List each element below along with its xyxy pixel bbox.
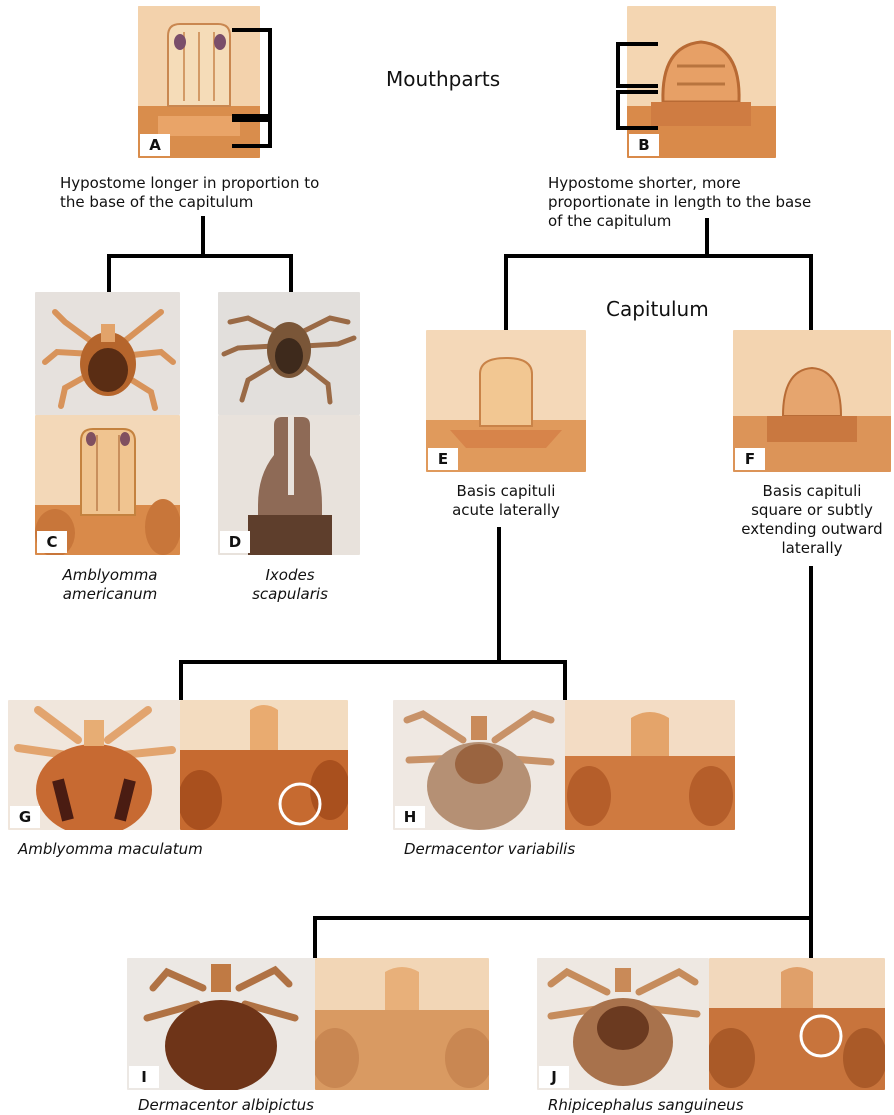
description-a: Hypostome longer in proportion to the ba… [60, 174, 360, 212]
description-e: Basis capituli acute laterally [426, 482, 586, 520]
species-label-j: Rhipicephalus sanguineus [548, 1096, 744, 1115]
panel-label-j: J [539, 1066, 569, 1088]
description-b-line: proportionate in length to the base [548, 193, 848, 212]
description-f-line: extending outward [730, 520, 894, 539]
bracket-hypostome-a [228, 26, 276, 152]
description-f-line: square or subtly [730, 501, 894, 520]
description-a-line: Hypostome longer in proportion to [60, 174, 360, 193]
species-label-d: Ixodes scapularis [220, 566, 360, 604]
panel-label-c: C [37, 531, 67, 553]
panel-label-h: H [395, 806, 425, 828]
description-f-line: Basis capituli [730, 482, 894, 501]
panel-label-i: I [129, 1066, 159, 1088]
description-b-line: of the capitulum [548, 212, 848, 231]
photo-panel-c-whole-tick [35, 292, 180, 415]
panel-label-b: B [629, 134, 659, 156]
photo-panel-i-whole-tick: I [127, 958, 315, 1090]
panel-label-a: A [140, 134, 170, 156]
section-title-capitulum: Capitulum [606, 300, 709, 319]
species-name-line: Amblyomma [40, 566, 180, 585]
description-f-line: laterally [730, 539, 894, 558]
species-label-c: Amblyomma americanum [40, 566, 180, 604]
description-b: Hypostome shorter, more proportionate in… [548, 174, 848, 231]
panel-label-e: E [428, 448, 458, 470]
description-f: Basis capituli square or subtly extendin… [730, 482, 894, 558]
description-e-line: acute laterally [426, 501, 586, 520]
section-title-mouthparts: Mouthparts [386, 70, 500, 89]
panel-label-f: F [735, 448, 765, 470]
species-label-i: Dermacentor albipictus [138, 1096, 314, 1115]
species-name-line: Ixodes [220, 566, 360, 585]
panel-label-d: D [220, 531, 250, 553]
photo-panel-j-whole-tick: J [537, 958, 709, 1090]
species-name-line: scapularis [220, 585, 360, 604]
species-label-g: Amblyomma maculatum [18, 840, 203, 859]
photo-panel-d-whole-tick [218, 292, 360, 415]
photo-panel-g-capitulum [180, 700, 348, 830]
photo-panel-c: C [35, 415, 180, 555]
photo-panel-h-capitulum [565, 700, 735, 830]
description-e-line: Basis capituli [426, 482, 586, 501]
bracket-hypostome-b [608, 40, 662, 134]
description-b-line: Hypostome shorter, more [548, 174, 848, 193]
photo-panel-i-capitulum [315, 958, 489, 1090]
photo-panel-f: F [733, 330, 891, 472]
description-a-line: the base of the capitulum [60, 193, 360, 212]
photo-panel-e: E [426, 330, 586, 472]
photo-panel-h-whole-tick: H [393, 700, 565, 830]
photo-panel-j-capitulum [709, 958, 885, 1090]
species-label-h: Dermacentor variabilis [404, 840, 575, 859]
photo-panel-g-whole-tick: G [8, 700, 180, 830]
species-name-line: americanum [40, 585, 180, 604]
photo-panel-d: D [218, 415, 360, 555]
panel-label-g: G [10, 806, 40, 828]
